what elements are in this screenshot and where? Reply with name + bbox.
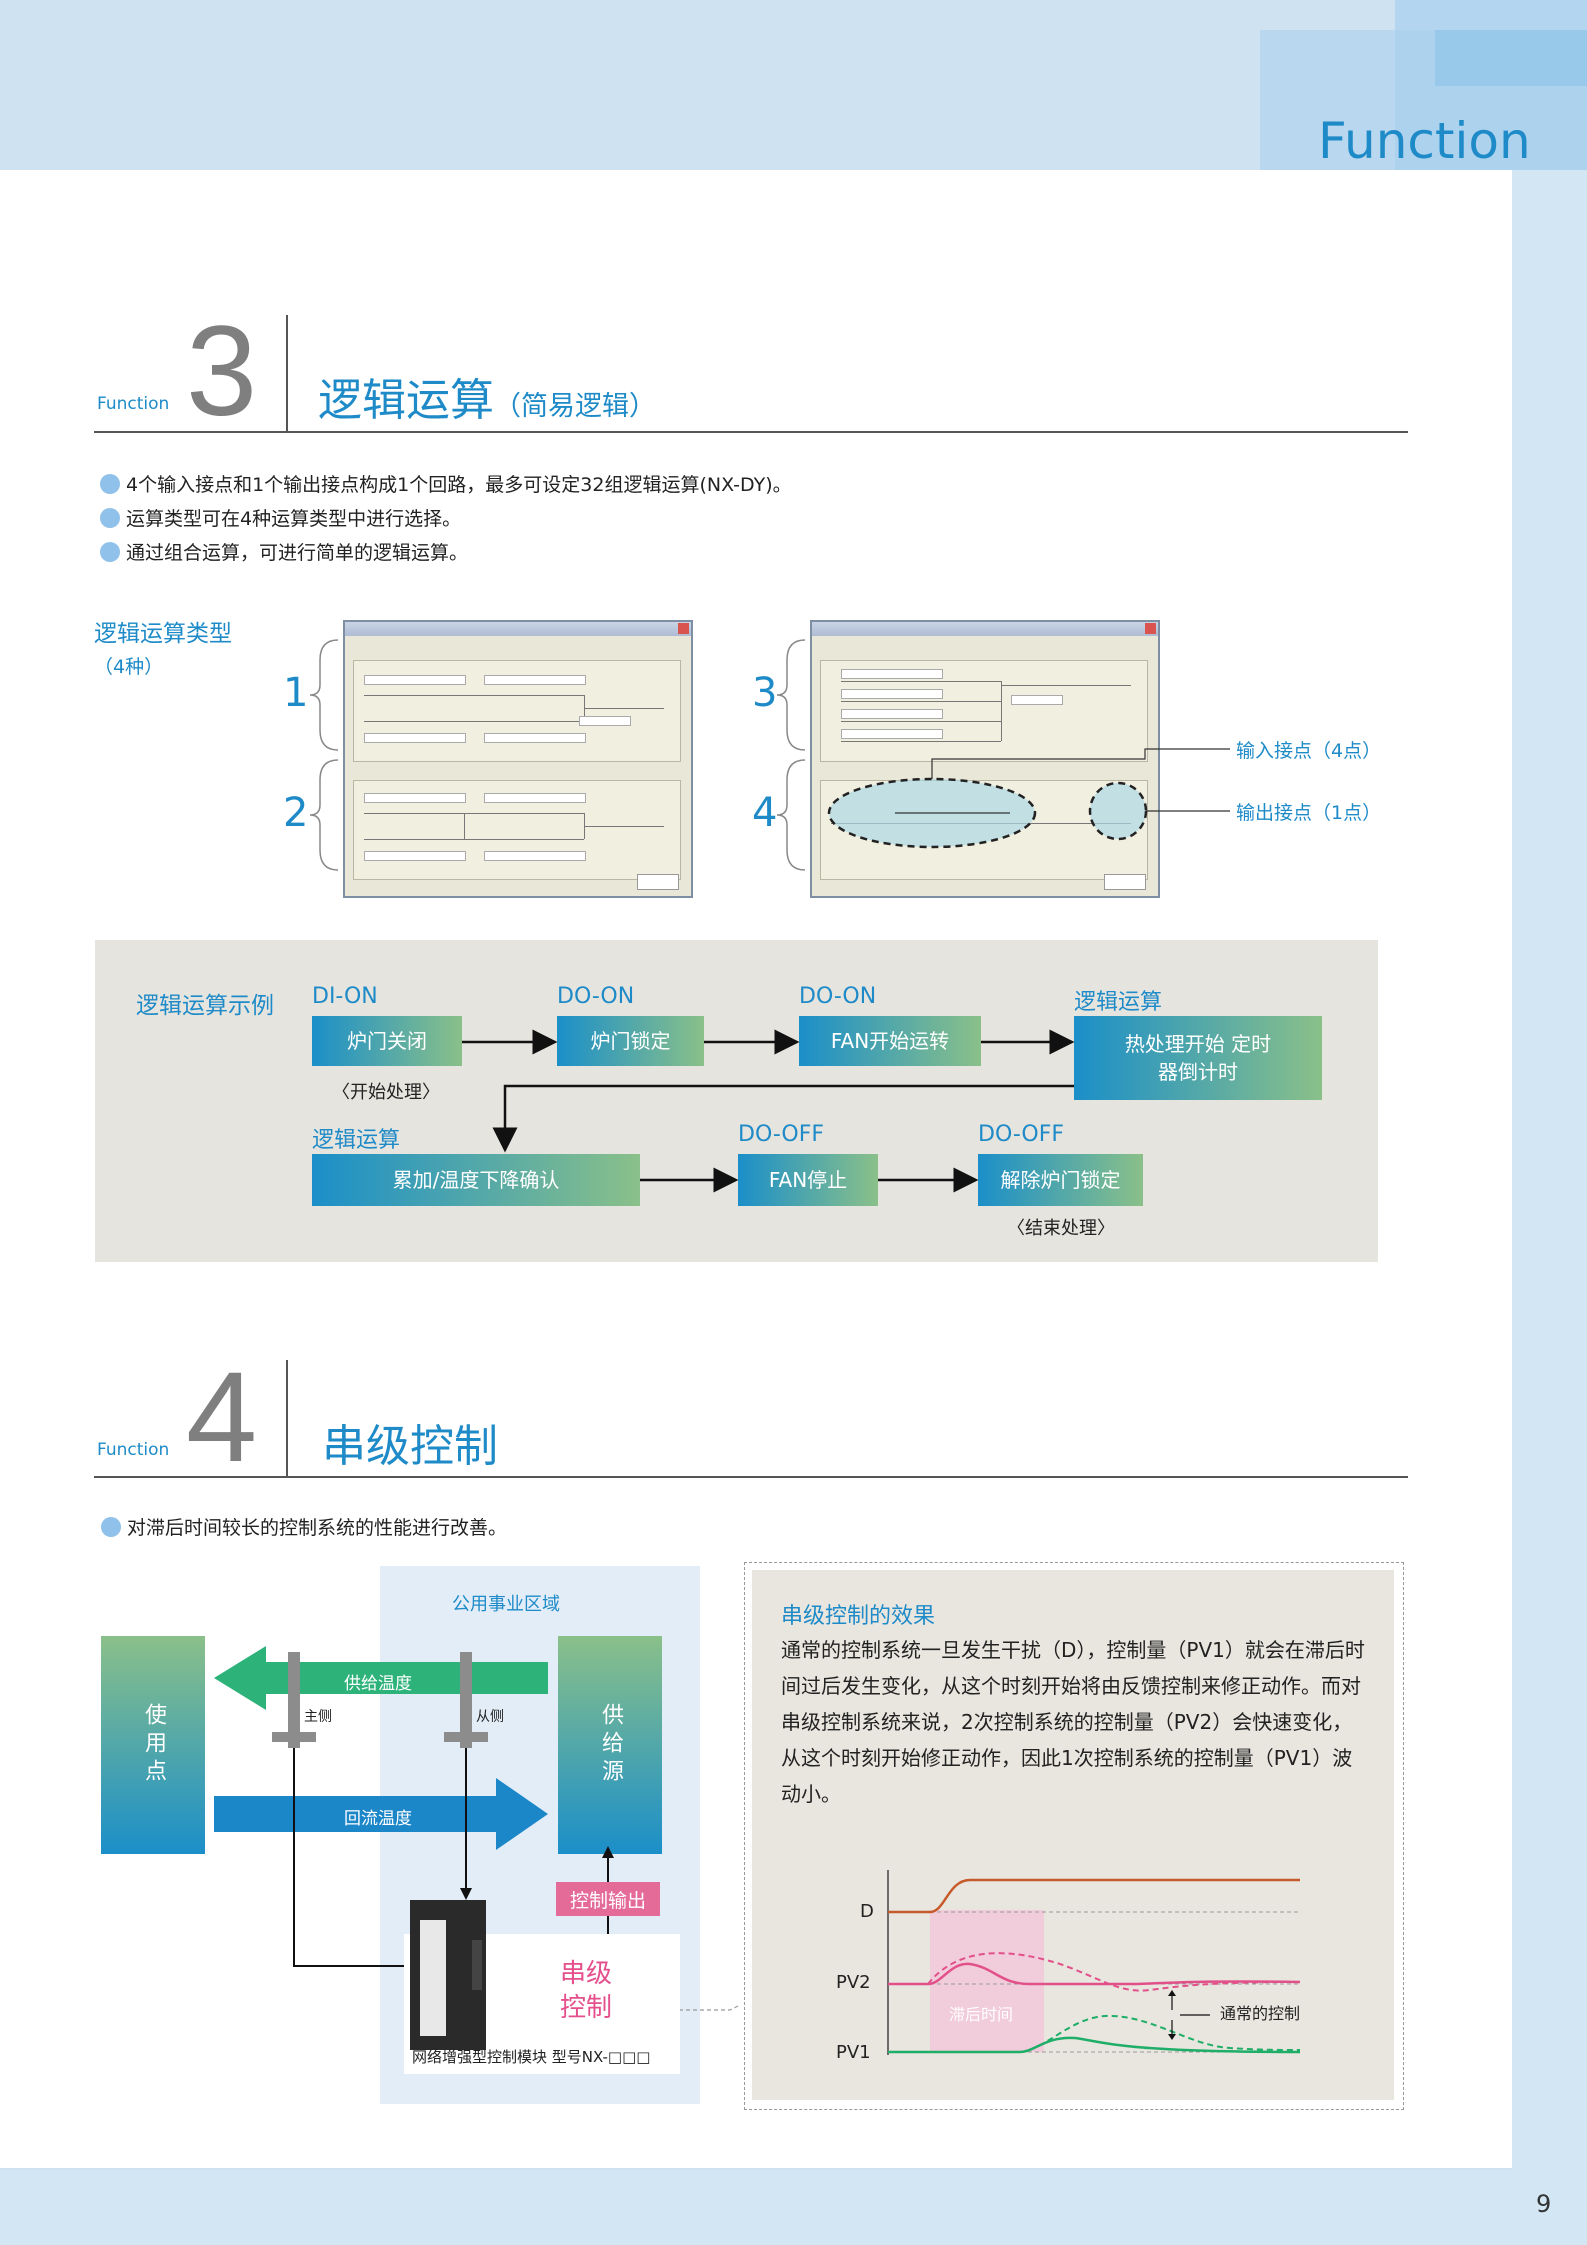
section-heading: 逻辑运算 （简易逻辑） bbox=[318, 364, 656, 428]
chart-label-d: D bbox=[860, 1901, 874, 1922]
step-tag: DO-OFF bbox=[978, 1122, 1065, 1147]
input-callout-line bbox=[931, 748, 1230, 779]
type-marker-4: 4 bbox=[752, 790, 778, 836]
ok-button bbox=[637, 874, 679, 890]
slave-side-label: 从侧 bbox=[476, 1709, 504, 1725]
input-callout: 输入接点（4点） bbox=[1236, 740, 1382, 762]
flow-step: 解除炉门锁定 bbox=[978, 1154, 1143, 1206]
chart-label-pv2: PV2 bbox=[836, 1972, 871, 1993]
bullet-item: 4个输入接点和1个输出接点构成1个回路，最多可设定32组逻辑运算(NX-DY)。 bbox=[100, 470, 792, 497]
flow-step: 炉门关闭 bbox=[312, 1016, 462, 1066]
brace-4 bbox=[776, 759, 806, 871]
side-strip bbox=[1512, 170, 1587, 2170]
d-curve bbox=[888, 1878, 1300, 1914]
section-rule bbox=[94, 431, 1408, 433]
type-marker-3: 3 bbox=[752, 670, 778, 716]
effect-frame bbox=[744, 1562, 1404, 2110]
section-label: Function bbox=[97, 1440, 170, 1460]
return-temp-arrow bbox=[214, 1778, 548, 1850]
close-icon bbox=[678, 623, 689, 634]
section-title: 串级控制 bbox=[322, 1421, 498, 1472]
cascade-label: 串级 控制 bbox=[559, 1959, 612, 2023]
ok-button bbox=[1104, 874, 1146, 890]
supply-temp-label: 供给温度 bbox=[344, 1674, 412, 1694]
section-subtitle: （简易逻辑） bbox=[494, 391, 656, 422]
pv2-normal-curve bbox=[927, 1952, 1301, 1992]
section-number: 3 bbox=[186, 300, 258, 443]
brace-2 bbox=[309, 759, 339, 871]
pv2-cascade-curve bbox=[888, 1962, 1301, 1986]
step-tag: DO-OFF bbox=[738, 1122, 825, 1147]
control-output-label: 控制输出 bbox=[556, 1882, 660, 1916]
bullet-item: 运算类型可在4种运算类型中进行选择。 bbox=[100, 504, 461, 531]
supply-box: 供给源 bbox=[558, 1636, 662, 1854]
logic-types-annotations bbox=[309, 639, 1230, 871]
flow-step: 热处理开始 定时器倒计时 bbox=[1074, 1016, 1322, 1100]
step-tag: DI-ON bbox=[312, 984, 378, 1009]
type-marker-2: 2 bbox=[283, 790, 309, 836]
logic-window-left bbox=[343, 620, 693, 898]
types-label: 逻辑运算类型 bbox=[94, 621, 232, 647]
flow-arrows bbox=[462, 1029, 1075, 1193]
chart-label-lag: 滞后时间 bbox=[949, 2005, 1014, 2024]
step-tag: 逻辑运算 bbox=[1074, 990, 1163, 1015]
step-tag: DO-ON bbox=[799, 984, 877, 1009]
control-module-image bbox=[410, 1900, 486, 2050]
type-marker-1: 1 bbox=[283, 670, 309, 716]
flow-step: 炉门锁定 bbox=[557, 1016, 704, 1066]
effect-title: 串级控制的效果 bbox=[781, 1604, 936, 1629]
footer-strip bbox=[0, 2170, 1587, 2245]
step-tag: DO-ON bbox=[557, 984, 635, 1009]
brace-1 bbox=[309, 639, 339, 751]
logic-example-panel bbox=[95, 940, 1378, 1262]
main-side-label: 主侧 bbox=[304, 1709, 332, 1725]
section-title: 逻辑运算 bbox=[318, 375, 494, 426]
flow-step: FAN开始运转 bbox=[799, 1016, 981, 1066]
pv1-cascade-curve bbox=[888, 2036, 1301, 2054]
effect-text: 通常的控制系统一旦发生干扰（D），控制量（PV1）就会在滞后时间过后发生变化，从… bbox=[781, 1638, 1365, 1806]
effect-chart bbox=[887, 1870, 1301, 2055]
use-point-box: 使用点 bbox=[101, 1636, 205, 1854]
lag-time-band bbox=[930, 1910, 1044, 2052]
effect-panel bbox=[752, 1570, 1394, 2100]
module-model: 网络增强型控制模块 型号NX-□□□ bbox=[412, 2048, 651, 2066]
start-note: 〈开始处理〉 bbox=[332, 1082, 440, 1103]
pv1-normal-curve bbox=[1019, 2014, 1301, 2053]
utility-region-label: 公用事业区域 bbox=[452, 1594, 560, 1615]
page-number: 9 bbox=[1536, 2190, 1552, 2218]
section-number: 4 bbox=[186, 1346, 258, 1489]
flow-step: 累加/温度下降确认 bbox=[312, 1154, 640, 1206]
section-label: Function bbox=[97, 394, 170, 414]
return-temp-label: 回流温度 bbox=[344, 1809, 412, 1829]
close-icon bbox=[1145, 623, 1156, 634]
bullet-item: 通过组合运算，可进行简单的逻辑运算。 bbox=[100, 538, 468, 565]
section-divider bbox=[286, 1360, 288, 1477]
section-rule bbox=[94, 1476, 1408, 1478]
types-count: （4种） bbox=[94, 656, 164, 678]
header-decoration bbox=[1435, 30, 1587, 86]
page-header-title: Function bbox=[1318, 112, 1531, 170]
step-tag: 逻辑运算 bbox=[312, 1128, 401, 1153]
chart-label-normal: 通常的控制 bbox=[1220, 2004, 1301, 2023]
chart-label-pv1: PV1 bbox=[836, 2042, 871, 2063]
section-divider bbox=[286, 315, 288, 432]
bullet-item: 对滞后时间较长的控制系统的性能进行改善。 bbox=[101, 1513, 507, 1540]
flow-step: FAN停止 bbox=[738, 1154, 878, 1206]
end-note: 〈结束处理〉 bbox=[1007, 1218, 1115, 1239]
output-callout: 输出接点（1点） bbox=[1236, 802, 1382, 824]
brace-3 bbox=[776, 639, 806, 751]
example-title: 逻辑运算示例 bbox=[136, 993, 274, 1019]
